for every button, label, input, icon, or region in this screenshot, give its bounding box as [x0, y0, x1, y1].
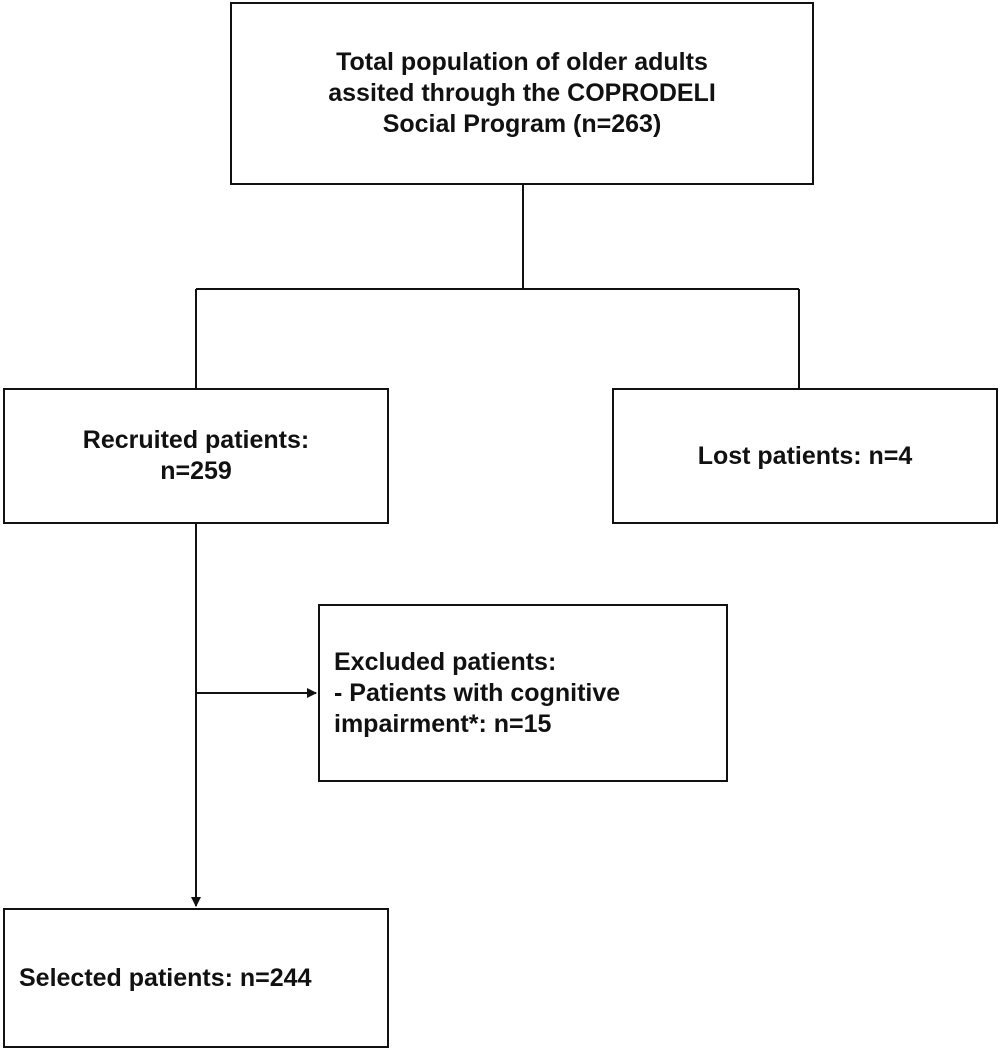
excluded-patients-box: Excluded patients: - Patients with cogni…: [318, 604, 728, 782]
excluded-patients-label: Excluded patients:: [334, 647, 557, 676]
selected-patients-box: Selected patients: n=244: [3, 908, 389, 1048]
lost-patients-label: Lost patients: n=4: [697, 441, 913, 470]
recruited-patients-box: Recruited patients: n=259: [3, 388, 389, 524]
excluded-patients-reason-line-2: impairment*: n=15: [334, 709, 552, 738]
excluded-patients-reason-line-1: - Patients with cognitive: [334, 678, 621, 707]
total-population-line-3: Social Program (n=263): [382, 110, 662, 138]
lost-patients-box: Lost patients: n=4: [612, 388, 998, 524]
recruited-patients-label: Recruited patients:: [82, 426, 310, 454]
total-population-box: Total population of older adults assited…: [230, 2, 814, 185]
selected-patients-label: Selected patients: n=244: [19, 963, 312, 992]
recruited-patients-count: n=259: [160, 457, 232, 485]
total-population-line-2: assited through the COPRODELI: [328, 79, 716, 107]
total-population-line-1: Total population of older adults: [336, 48, 708, 76]
